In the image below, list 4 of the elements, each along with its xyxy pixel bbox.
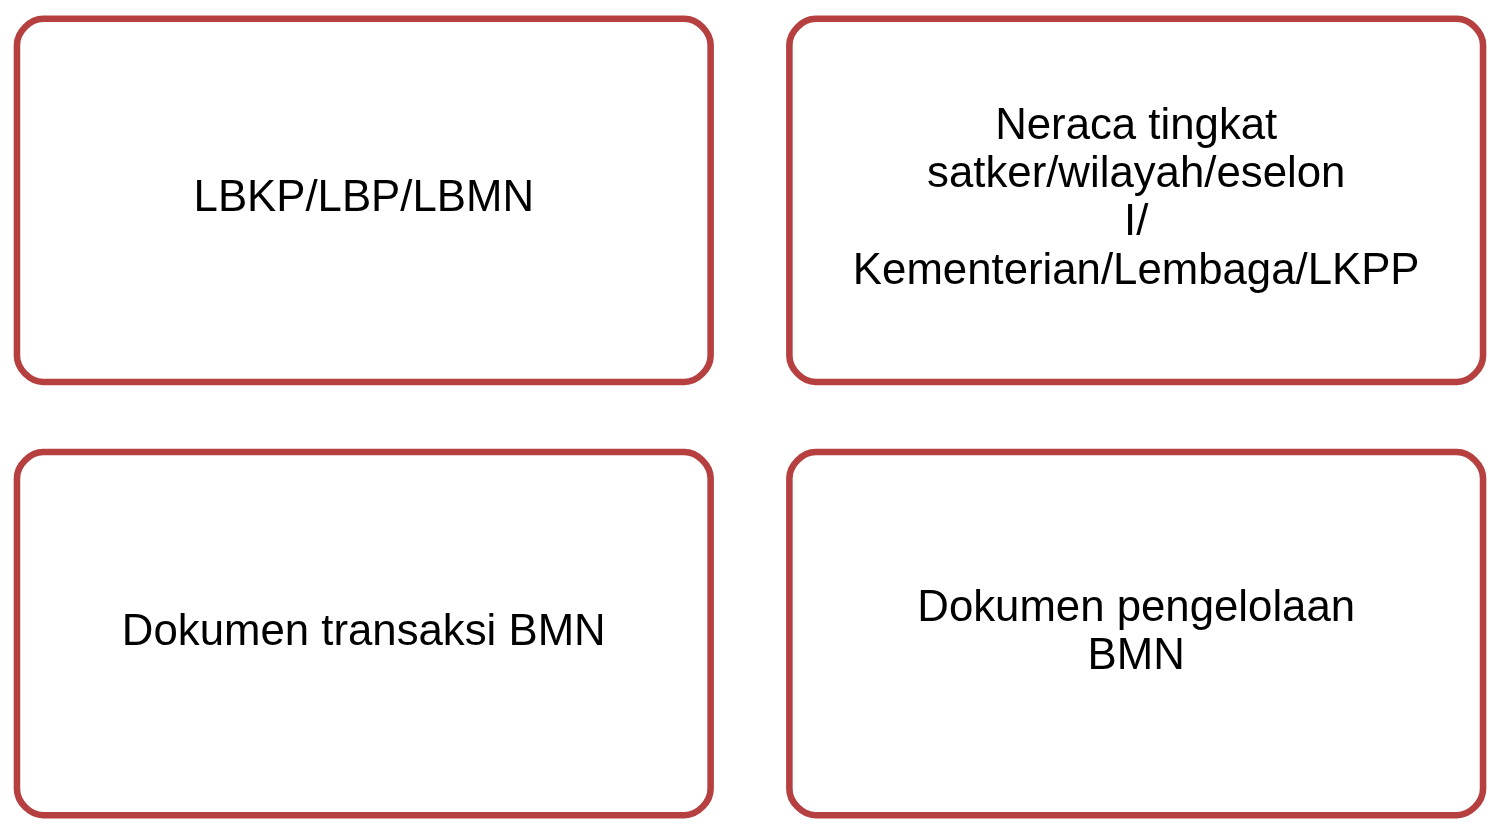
node-box: Dokumen transaksi BMN	[13, 448, 714, 819]
node-box: LBKP/LBP/LBMN	[13, 15, 714, 386]
node-box: Neraca tingkat satker/wilayah/eselon I/ Kementerian/Lembaga/LKPP	[786, 15, 1487, 386]
node-box: Dokumen pengelolaan BMN	[786, 448, 1487, 819]
